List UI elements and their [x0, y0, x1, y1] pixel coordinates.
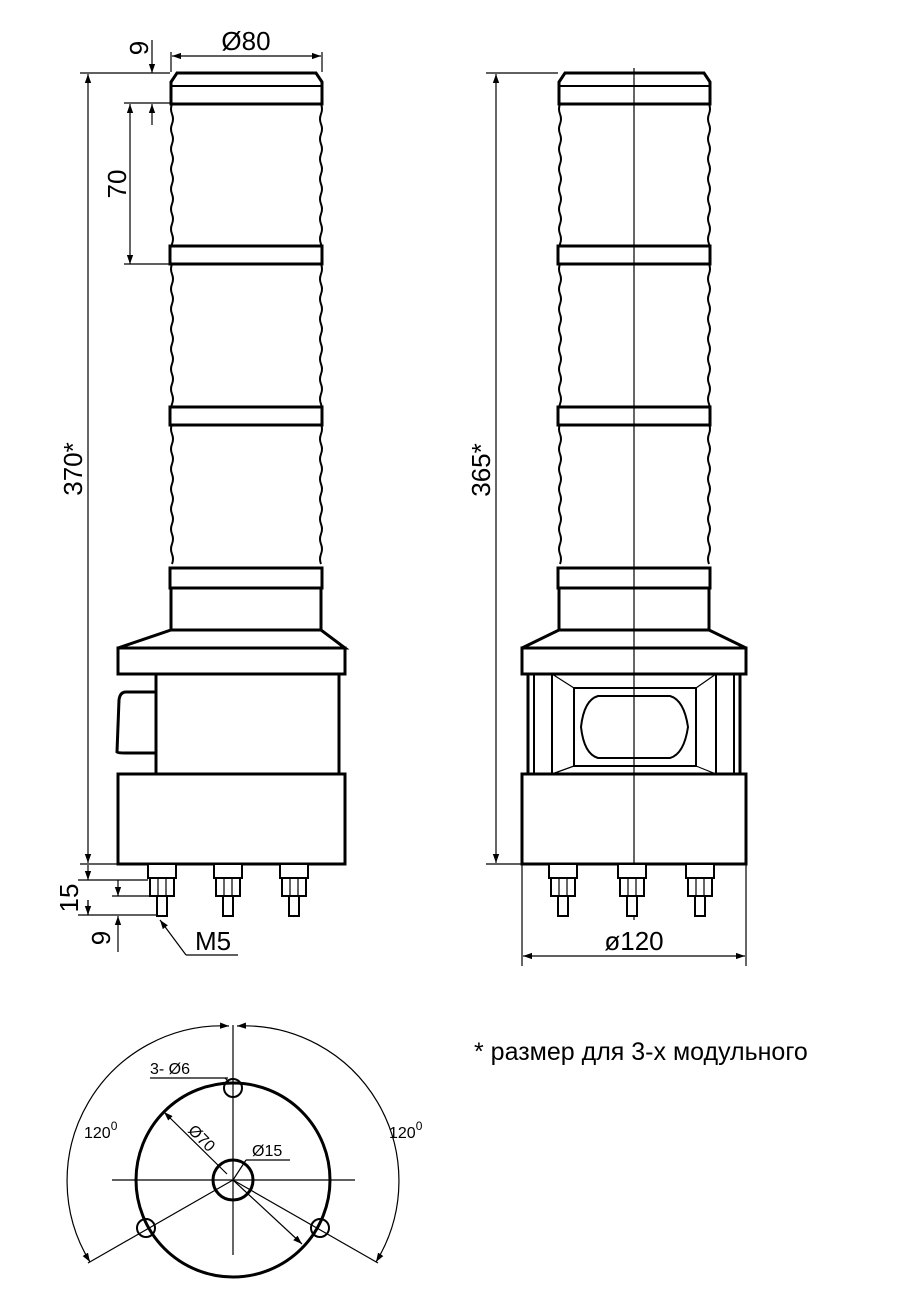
dim-front-diameter-80: Ø80 — [170, 26, 323, 72]
front-flange-plate — [116, 646, 347, 676]
footnote: * размер для 3-х модульного — [474, 1038, 808, 1066]
plan-view: 3- Ø6 Ø70 Ø15 1200 1200 — [66, 1022, 423, 1279]
front-ring-1 — [168, 244, 324, 266]
dim-plan-angle-left: 1200 — [84, 1119, 118, 1142]
dim-front-cap-9-label: 9 — [124, 41, 154, 55]
side-stud-3 — [685, 863, 715, 917]
dim-front-total-370-label: 370* — [58, 442, 88, 496]
front-stud-3 — [279, 863, 309, 917]
dim-front-thread-9: 9 — [86, 880, 150, 952]
front-column-right-edge — [319, 103, 323, 565]
front-cap — [169, 71, 324, 106]
front-flange — [117, 628, 350, 650]
dim-side-diameter-120: ø120 — [521, 864, 747, 966]
dim-side-diameter-120-label: ø120 — [604, 926, 663, 956]
front-stud-1 — [147, 863, 177, 917]
front-stud-2 — [213, 863, 243, 917]
dim-side-total-365-label: 365* — [466, 443, 496, 497]
dim-front-total-370: 370* — [58, 74, 117, 865]
plan-angle-arc-right — [236, 1022, 400, 1263]
side-view: 365* ø120 — [466, 68, 748, 966]
dim-front-thread-9-label: 9 — [86, 931, 116, 945]
dim-front-thread-m5: M5 — [159, 919, 238, 956]
front-base — [116, 772, 347, 866]
dim-front-stud-15-label: 15 — [54, 884, 84, 913]
front-ring-2 — [168, 405, 324, 427]
dim-front-module-70-label: 70 — [102, 170, 132, 199]
side-column-left-edge — [558, 103, 562, 565]
front-ring-3 — [168, 566, 324, 590]
dim-side-total-365: 365* — [466, 72, 558, 865]
side-column-right-edge — [707, 103, 711, 565]
front-housing — [154, 672, 341, 776]
dim-front-thread-m5-label: M5 — [195, 926, 231, 956]
dim-plan-center-hole-label: Ø15 — [252, 1143, 282, 1160]
side-stud-2 — [617, 863, 647, 917]
side-stud-1 — [548, 863, 578, 917]
dim-front-diameter-80-label: Ø80 — [221, 26, 270, 56]
dim-plan-bolt-circle-label: Ø70 — [184, 1122, 217, 1155]
dim-front-cap-9: 9 — [80, 40, 170, 125]
front-column-left-edge — [170, 103, 174, 565]
dim-plan-holes-label: 3- Ø6 — [150, 1061, 190, 1078]
dim-front-stud-15: 15 — [54, 865, 157, 916]
plan-angle-arc-left — [66, 1022, 230, 1263]
front-view: Ø80 9 70 370* 15 — [54, 26, 350, 956]
dim-front-module-70: 70 — [102, 104, 170, 265]
side-lens — [579, 695, 690, 759]
dim-plan-angle-right: 1200 — [389, 1119, 423, 1142]
front-knob — [115, 690, 158, 755]
front-column-base — [169, 586, 323, 632]
side-window-inner — [573, 687, 697, 767]
